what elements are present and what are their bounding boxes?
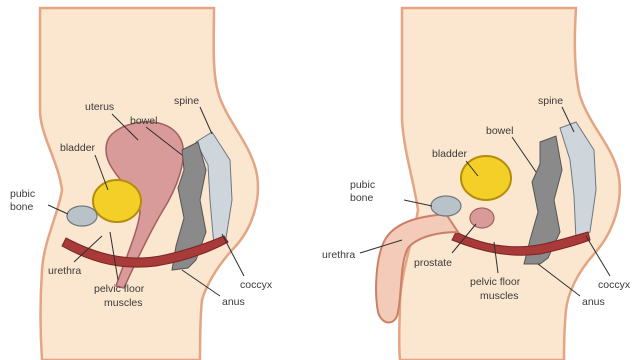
- label-male-coccyx: coccyx: [598, 279, 631, 291]
- label-female-uterus: uterus: [85, 101, 114, 113]
- label-male-anus: anus: [582, 296, 605, 308]
- male-pubic-bone: [431, 196, 461, 216]
- label-female-pubic-bone-line1: pubic: [10, 188, 35, 200]
- label-male-pubic-bone-line1: pubic: [350, 179, 375, 191]
- label-male-pelvic-floor-line2: muscles: [480, 290, 519, 302]
- label-female-pelvic-floor-line2: muscles: [104, 297, 143, 309]
- label-female-pelvic-floor-line1: pelvic floor: [94, 283, 145, 295]
- label-male-pubic-bone-line2: bone: [350, 192, 374, 204]
- label-male-prostate: prostate: [414, 257, 452, 269]
- label-female-urethra: urethra: [48, 265, 81, 277]
- label-male-urethra: urethra: [322, 249, 355, 261]
- label-male-bowel: bowel: [486, 125, 513, 137]
- male-bladder: [461, 156, 511, 200]
- label-male-bladder: bladder: [432, 148, 468, 160]
- female-pubic-bone: [67, 206, 97, 226]
- label-female-spine: spine: [174, 95, 199, 107]
- label-female-bladder: bladder: [60, 142, 96, 154]
- label-female-bowel: bowel: [130, 115, 157, 127]
- male-prostate: [470, 208, 494, 228]
- label-male-pelvic-floor-line1: pelvic floor: [470, 276, 521, 288]
- label-female-coccyx: coccyx: [240, 279, 273, 291]
- label-female-anus: anus: [222, 296, 245, 308]
- female-bladder: [93, 180, 141, 222]
- label-female-pubic-bone-line2: bone: [10, 201, 34, 213]
- label-male-spine: spine: [538, 95, 563, 107]
